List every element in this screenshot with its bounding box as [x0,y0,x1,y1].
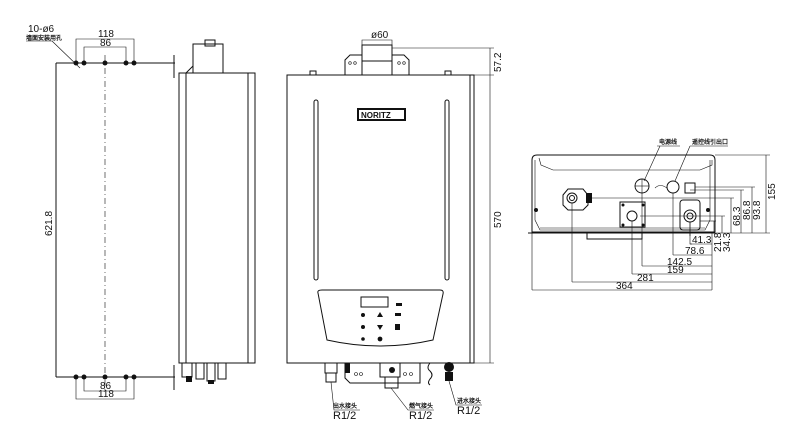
dim-v-155: 155 [767,183,778,200]
dim-flue-height: 57.2 [493,52,504,72]
power-button-icon [377,336,383,342]
dim-flue-diameter: ø60 [371,30,389,41]
front-view: ø60 57.2 570 NORITZ [286,30,504,422]
dim-v-21-8: 21.8 [713,232,724,252]
top-mounting-holes [73,60,137,66]
gas-label: 燃气接头 [409,402,433,410]
dim-h-142-5: 142.5 [667,257,692,268]
outlet-label: 出水接头 [333,402,357,410]
hole-note: 10-ø6 [28,24,55,35]
dim-bottom-118: 118 [98,389,114,400]
inlet-size: R1/2 [457,405,480,417]
hole-note-sub: 墙面安装用孔 [26,34,62,42]
noritz-logo: NORITZ [357,108,406,121]
dim-top-86: 86 [100,38,112,49]
dim-height-621-8: 621.8 [44,211,55,236]
bottom-view: 电源线 遥控线引出口 155 93.8 86.8 68.3 34.3 21.8 [528,138,778,292]
dim-v-68-3: 68.3 [732,206,743,226]
dim-v-34-3: 34.3 [722,232,733,252]
dim-v-93-8: 93.8 [752,200,763,220]
brand-logo-text: NORITZ [361,111,391,120]
wall-mount-view: 10-ø6 墙面安装用孔 118 86 621.8 86 118 [26,24,175,400]
down-button-icon [377,325,383,330]
outlet-size: R1/2 [333,410,356,422]
side-view [173,39,256,390]
up-button-icon [377,312,383,317]
dim-body-height: 570 [493,211,504,228]
dim-h-78-6: 78.6 [685,246,705,257]
control-panel [317,289,444,347]
panel-button [361,313,365,317]
dim-v-86-8: 86.8 [742,200,753,220]
bottom-mounting-holes [73,374,137,380]
dim-top-118: 118 [98,29,114,40]
inlet-label: 进水接头 [457,397,481,405]
dim-h-159: 159 [667,265,684,276]
dim-h-364: 364 [616,281,633,292]
dim-h-281: 281 [637,273,654,284]
remote-outlet-label: 遥控线引出口 [692,138,728,146]
power-cord-label: 电源线 [659,138,677,146]
gas-size: R1/2 [409,410,432,422]
dim-bottom-86: 86 [100,381,112,392]
dim-h-41-3: 41.3 [692,235,712,246]
display-screen [360,296,389,308]
